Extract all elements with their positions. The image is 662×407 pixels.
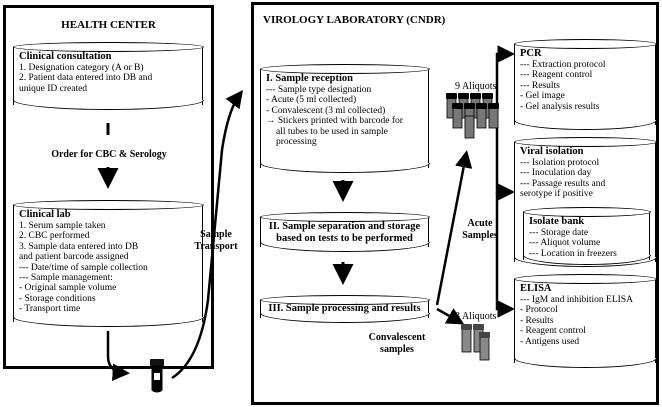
consultation-line: unique ID created: [19, 83, 88, 94]
reception-line: --- Sample type designation: [266, 85, 372, 95]
consultation-line: 1. Designation category (A or B): [19, 63, 144, 73]
clinical-lab-line: --- Date/time of sample collection: [19, 262, 148, 273]
clinical-lab-heading: Clinical lab: [19, 209, 71, 220]
aliquots-3-label: 3 Aliquots: [455, 311, 497, 322]
processing-heading: III. Sample processing and results: [268, 303, 421, 314]
isolate-bank-line: --- Location in freezers: [529, 248, 617, 259]
elisa-line: --- IgM and inhibition ELISA: [520, 295, 633, 305]
separation-heading-line2: based on tests to be performed: [276, 233, 413, 244]
convalescent-line2: samples: [380, 343, 414, 355]
clinical-lab-line: --- Sample management:: [19, 273, 113, 284]
pcr-line: - Gel image: [520, 91, 565, 102]
isolation-line: --- Passage results and: [520, 178, 606, 189]
clinical-consultation-cylinder: Clinical consultation 1. Designation cat…: [12, 42, 204, 110]
order-label: Order for CBC & Serology: [51, 149, 167, 160]
convalescent-line1: Convalescent: [368, 332, 426, 343]
elisa-line: - Antigens used: [520, 336, 580, 347]
convalescent-samples-label: Convalescent samples: [362, 332, 432, 355]
clinical-lab-line: 1. Serum sample taken: [19, 221, 106, 231]
elisa-line: - Protocol: [520, 305, 558, 316]
pcr-cylinder: PCR --- Extraction protocol --- Reagent …: [513, 39, 657, 130]
sample-reception-heading: I. Sample reception: [266, 73, 354, 84]
health-center-title: HEALTH CENTER: [61, 19, 156, 31]
isolate-bank-line: --- Aliquot volume: [529, 238, 601, 249]
clinical-lab-cylinder: Clinical lab 1. Serum sample taken 2. CB…: [12, 200, 204, 327]
isolate-bank-line: --- Storage date: [529, 228, 589, 238]
reception-line: - Convalescent (3 ml collected): [266, 105, 386, 116]
pcr-line: --- Reagent control: [520, 70, 593, 81]
isolation-line: serotype if positive: [520, 189, 593, 200]
sample-separation-cylinder: II. Sample separation and storage based …: [259, 212, 430, 252]
clinical-lab-line: 2. CBC performed: [19, 231, 90, 242]
elisa-heading: ELISA: [520, 283, 552, 294]
isolation-line: --- Isolation protocol: [520, 158, 600, 168]
acute-samples-label: Acute Samples: [455, 218, 505, 241]
clinical-consultation-heading: Clinical consultation: [19, 51, 112, 62]
pcr-line: --- Results: [520, 80, 560, 91]
clinical-lab-line: - Storage conditions: [19, 293, 96, 304]
consultation-line: 2. Patient data entered into DB and: [19, 73, 153, 84]
clinical-lab-line: - Transport time: [19, 304, 81, 315]
isolate-bank-cylinder: Isolate bank --- Storage date --- Aliquo…: [522, 207, 651, 265]
isolate-bank-heading: Isolate bank: [529, 216, 585, 227]
pcr-heading: PCR: [520, 48, 542, 59]
pcr-line: - Gel analysis results: [520, 101, 600, 112]
aliquot-tubes-9-icon: [446, 93, 499, 139]
viral-isolation-heading: Viral isolation: [520, 146, 584, 157]
separation-heading-line1: II. Sample separation and storage: [268, 221, 421, 232]
transport-tube-icon: [150, 359, 164, 393]
reception-line: - Acute (5 ml collected): [266, 95, 357, 106]
reception-line: → Stickers printed with barcode for: [266, 116, 403, 127]
elisa-line: - Results: [520, 315, 554, 326]
aliquots-9-label: 9 Aliquots: [455, 81, 497, 92]
arrow-right-icon: →: [266, 116, 278, 127]
isolation-line: --- Inoculation day: [520, 168, 592, 179]
pcr-line: --- Extraction protocol: [520, 60, 606, 70]
clinical-lab-line: and patient barcode assigned: [19, 252, 129, 263]
acute-line1: Acute: [467, 218, 493, 229]
clinical-lab-line: 3. Sample data entered into DB: [19, 241, 139, 252]
aliquot-tubes-3-icon: [461, 324, 490, 361]
reception-line: processing: [276, 137, 317, 148]
sample-reception-cylinder: I. Sample reception --- Sample type desi…: [259, 64, 430, 173]
virology-title: VIROLOGY LABORATORY (CNDR): [263, 14, 446, 26]
acute-line2: Samples: [462, 229, 498, 241]
reception-line: all tubes to be used in sample: [276, 126, 388, 137]
sample-processing-cylinder: III. Sample processing and results: [259, 295, 430, 323]
clinical-lab-line: - Original sample volume: [19, 283, 117, 294]
elisa-cylinder: ELISA --- IgM and inhibition ELISA - Pro…: [513, 274, 657, 368]
elisa-line: - Reagent control: [520, 326, 586, 337]
